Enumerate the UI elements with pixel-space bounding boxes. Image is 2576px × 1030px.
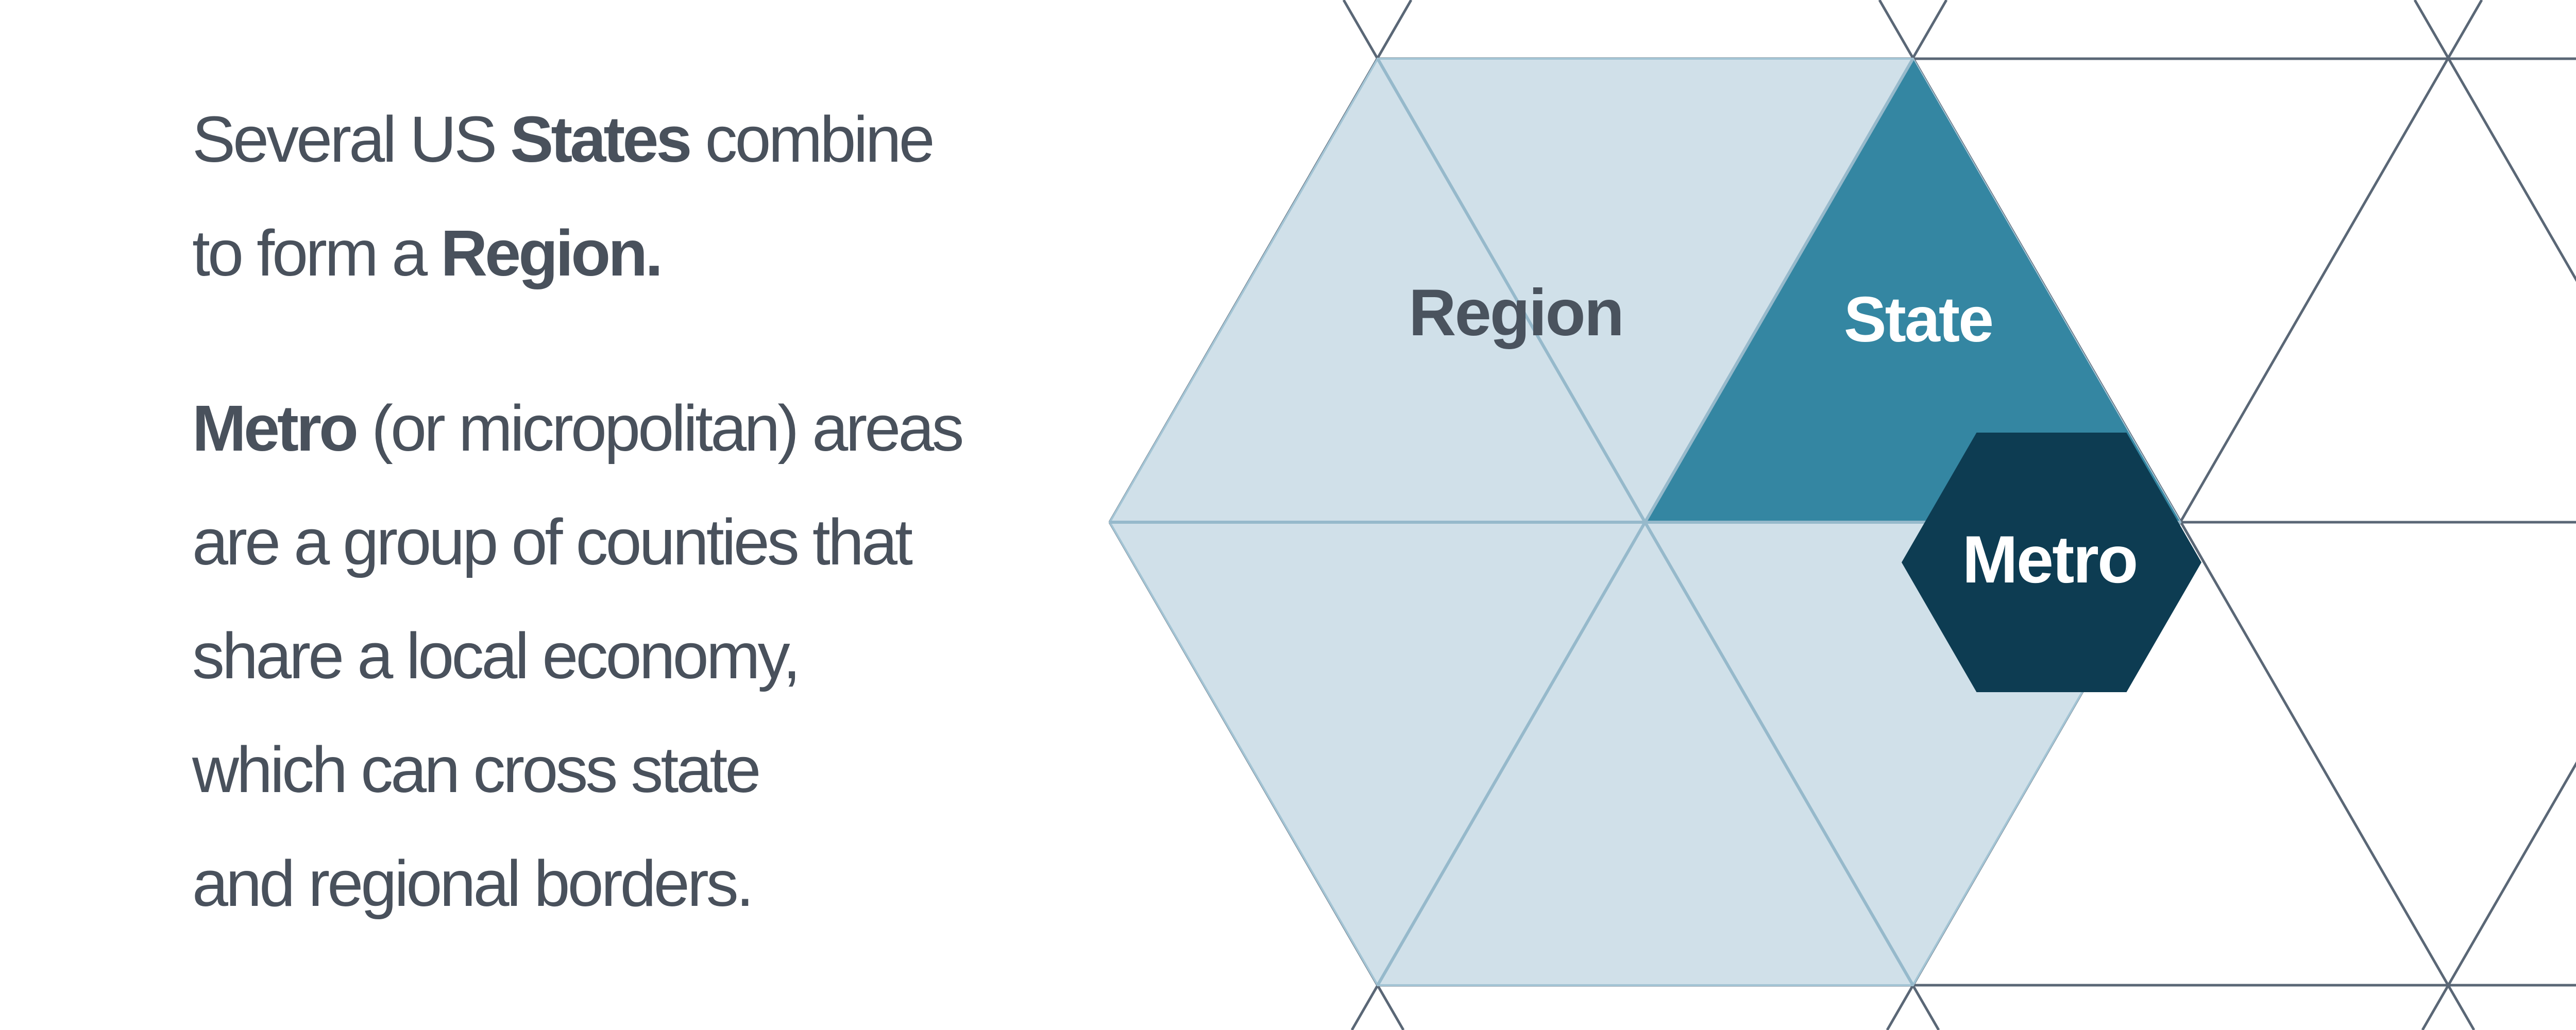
text-segment: which can cross state bbox=[192, 733, 761, 806]
text-segment: and regional borders. bbox=[192, 847, 754, 920]
grid-line bbox=[2421, 761, 2576, 1030]
paragraph-metro-areas: Metro (or micropolitan) areas are a grou… bbox=[192, 371, 1078, 940]
region-radial-lines bbox=[1110, 58, 2180, 986]
text-line: and regional borders. bbox=[192, 827, 1078, 940]
text-segment: Several US bbox=[192, 103, 511, 176]
grid-line bbox=[2413, 0, 2576, 282]
state-label: State bbox=[1844, 284, 1992, 355]
radial-line bbox=[1643, 58, 1914, 523]
radial-line bbox=[1643, 521, 1914, 986]
text-segment: share a local economy, bbox=[192, 620, 801, 692]
text-line: to form a Region. bbox=[192, 196, 1078, 310]
text-segment-bold: Region. bbox=[440, 217, 663, 289]
text-segment-bold: Metro bbox=[192, 392, 359, 465]
text-segment: combine bbox=[689, 103, 935, 176]
text-line: share a local economy, bbox=[192, 599, 1078, 713]
text-segment-bold: States bbox=[510, 103, 692, 176]
metro-label: Metro bbox=[1962, 522, 2137, 597]
paragraph-states-region: Several US States combine to form a Regi… bbox=[192, 82, 1078, 310]
metro-hexagon bbox=[1902, 433, 2201, 692]
text-segment: to form a bbox=[192, 217, 441, 289]
region-label: Region bbox=[1409, 276, 1623, 350]
radial-line bbox=[1376, 58, 1647, 523]
text-segment: (or micropolitan) areas bbox=[356, 392, 964, 465]
text-line: are a group of counties that bbox=[192, 485, 1078, 599]
state-triangle bbox=[1645, 59, 2180, 522]
text-line: Metro (or micropolitan) areas bbox=[192, 371, 1078, 485]
text-line: which can cross state bbox=[192, 713, 1078, 827]
text-line: Several US States combine bbox=[192, 82, 1078, 196]
radial-line bbox=[1376, 521, 1647, 986]
text-segment: are a group of counties that bbox=[192, 506, 913, 578]
